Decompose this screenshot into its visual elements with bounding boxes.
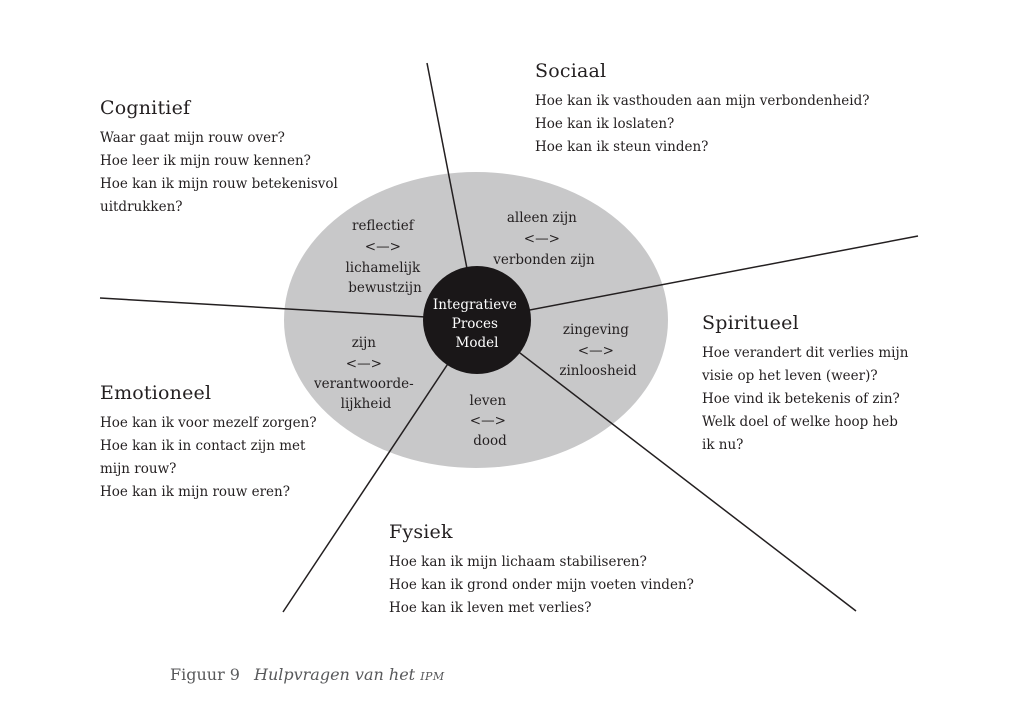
question: Hoe verandert dit verlies mijn bbox=[702, 345, 909, 361]
section-title: Fysiek bbox=[389, 521, 453, 543]
polarity-line: verbonden zijn bbox=[492, 252, 595, 268]
polarity-line: zingeving bbox=[563, 322, 629, 338]
polarity-leven: leven <—> dood bbox=[470, 393, 511, 449]
polarity-line: verantwoorde- bbox=[313, 376, 414, 392]
section-emotioneel: Emotioneel Hoe kan ik voor mezelf zorgen… bbox=[100, 382, 317, 504]
figure-caption-abbr: IPM bbox=[420, 670, 445, 683]
polarity-zijn: zijn <—> verantwoorde- lijkheid bbox=[313, 335, 418, 412]
spoke-lines bbox=[99, 62, 919, 613]
center-label-line: Model bbox=[456, 335, 499, 351]
spoke-bottom-right bbox=[476, 319, 857, 612]
polarity-line: reflectief bbox=[352, 218, 415, 234]
question: Hoe kan ik grond onder mijn voeten vinde… bbox=[389, 577, 694, 593]
question: visie op het leven (weer)? bbox=[702, 368, 878, 384]
figure-caption-text: Hulpvragen van het bbox=[253, 665, 421, 684]
question: Hoe leer ik mijn rouw kennen? bbox=[100, 153, 311, 169]
polarity-alleen: alleen zijn <—> verbonden zijn bbox=[492, 210, 595, 268]
section-sociaal: Sociaal Hoe kan ik vasthouden aan mijn v… bbox=[535, 60, 869, 159]
section-title: Emotioneel bbox=[100, 382, 212, 404]
section-title: Cognitief bbox=[100, 97, 191, 119]
center-circle bbox=[423, 266, 531, 374]
question: ik nu? bbox=[702, 437, 744, 453]
polarity-line: zijn bbox=[352, 335, 377, 351]
polarity-line: bewustzijn bbox=[348, 280, 422, 296]
question: mijn rouw? bbox=[100, 461, 177, 477]
polarity-line: alleen zijn bbox=[507, 210, 577, 226]
question: Hoe kan ik leven met verlies? bbox=[389, 600, 592, 616]
question: Hoe kan ik in contact zijn met bbox=[100, 438, 306, 454]
question: Hoe kan ik steun vinden? bbox=[535, 139, 709, 155]
polarity-line: dood bbox=[473, 433, 507, 449]
section-spiritueel: Spiritueel Hoe verandert dit verlies mij… bbox=[702, 312, 908, 457]
center-label-line: Proces bbox=[452, 316, 498, 332]
section-title: Spiritueel bbox=[702, 312, 799, 334]
question: Hoe kan ik voor mezelf zorgen? bbox=[100, 415, 317, 431]
question: Hoe kan ik vasthouden aan mijn verbonden… bbox=[535, 93, 870, 109]
question: uitdrukken? bbox=[100, 199, 183, 215]
polarity-line: <—> bbox=[524, 231, 560, 247]
polarity-line: leven bbox=[470, 393, 507, 409]
polarity-line: <—> bbox=[346, 356, 382, 372]
section-title: Sociaal bbox=[535, 60, 607, 82]
question: Hoe kan ik mijn rouw eren? bbox=[100, 484, 290, 500]
polarity-line: lichamelijk bbox=[345, 260, 421, 276]
figure-number: Figuur 9 bbox=[170, 665, 240, 684]
spoke-right bbox=[476, 235, 919, 321]
polarity-line: <—> bbox=[578, 343, 614, 359]
polarity-line: <—> bbox=[365, 239, 401, 255]
question: Hoe kan ik mijn rouw betekenisvol bbox=[100, 176, 338, 192]
question: Welk doel of welke hoop heb bbox=[702, 414, 898, 430]
center-label-line: Integratieve bbox=[433, 297, 517, 313]
polarity-reflectief: reflectief <—> lichamelijk bewustzijn bbox=[345, 218, 424, 296]
question: Hoe kan ik mijn lichaam stabiliseren? bbox=[389, 554, 647, 570]
question: Hoe kan ik loslaten? bbox=[535, 116, 675, 132]
center-label: Integratieve Proces Model bbox=[433, 297, 521, 351]
figure-caption: Figuur 9 Hulpvragen van het IPM bbox=[170, 665, 445, 684]
polarity-zingeving: zingeving <—> zinloosheid bbox=[559, 322, 637, 379]
spoke-bottom-left bbox=[282, 319, 478, 613]
spoke-left bbox=[99, 297, 478, 321]
section-cognitief: Cognitief Waar gaat mijn rouw over? Hoe … bbox=[100, 97, 338, 219]
polarity-line: <—> bbox=[470, 413, 506, 429]
section-fysiek: Fysiek Hoe kan ik mijn lichaam stabilise… bbox=[389, 521, 694, 620]
polarity-line: zinloosheid bbox=[559, 363, 637, 379]
question: Waar gaat mijn rouw over? bbox=[100, 130, 285, 146]
question: Hoe vind ik betekenis of zin? bbox=[702, 391, 900, 407]
polarity-line: lijkheid bbox=[341, 396, 392, 412]
